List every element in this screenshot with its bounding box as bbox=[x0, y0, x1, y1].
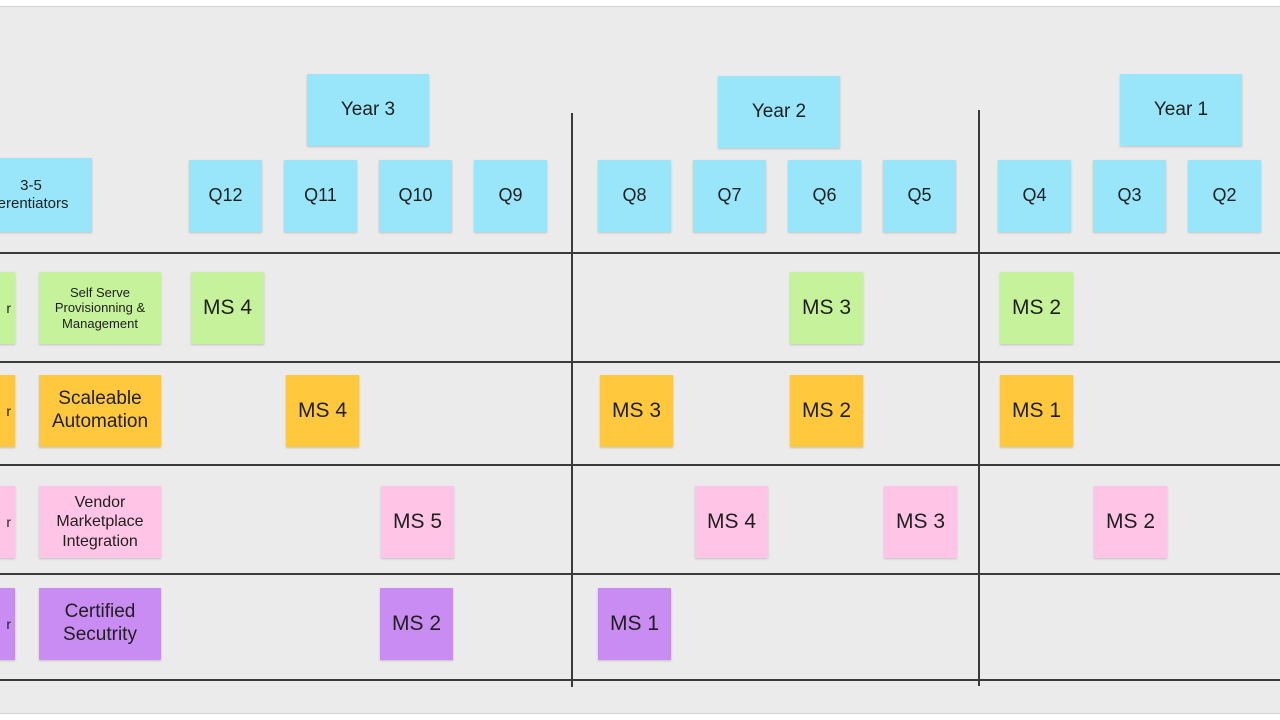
quarter-sticky-q7[interactable]: Q7 bbox=[693, 160, 766, 232]
row-3-edge-sticky[interactable]: r bbox=[0, 588, 15, 660]
row-1-milestone-sticky[interactable]: MS 1 bbox=[1000, 375, 1073, 447]
row-0-edge-sticky[interactable]: r bbox=[0, 272, 15, 344]
year-2-sticky[interactable]: Year 2 bbox=[718, 76, 840, 148]
quarter-sticky-q8[interactable]: Q8 bbox=[598, 160, 671, 232]
row-1-milestone-sticky[interactable]: MS 2 bbox=[790, 375, 863, 447]
row-0-milestone-sticky[interactable]: MS 2 bbox=[1000, 272, 1073, 344]
row-3-category-sticky[interactable]: Certified Secutrity bbox=[39, 588, 161, 660]
row-1-milestone-sticky[interactable]: MS 3 bbox=[600, 375, 673, 447]
quarter-sticky-q12[interactable]: Q12 bbox=[189, 160, 262, 232]
row-0-milestone-sticky[interactable]: MS 3 bbox=[790, 272, 863, 344]
row-2-category-sticky[interactable]: Vendor Marketplace Integration bbox=[39, 486, 161, 558]
row-2-milestone-sticky[interactable]: MS 5 bbox=[381, 486, 454, 558]
quarter-sticky-q4[interactable]: Q4 bbox=[998, 160, 1071, 232]
row-2-milestone-sticky[interactable]: MS 4 bbox=[695, 486, 768, 558]
year-1-sticky[interactable]: Year 1 bbox=[1120, 74, 1242, 146]
row-1-milestone-sticky[interactable]: MS 4 bbox=[286, 375, 359, 447]
row-2-milestone-sticky[interactable]: MS 3 bbox=[884, 486, 957, 558]
row-1-category-sticky[interactable]: Scaleable Automation bbox=[39, 375, 161, 447]
row-1-edge-sticky[interactable]: r bbox=[0, 375, 15, 447]
quarter-sticky-q10[interactable]: Q10 bbox=[379, 160, 452, 232]
quarter-sticky-q9[interactable]: Q9 bbox=[474, 160, 547, 232]
row-2-edge-sticky[interactable]: r bbox=[0, 486, 15, 558]
year-3-sticky[interactable]: Year 3 bbox=[307, 74, 429, 146]
differentiators-header-sticky[interactable]: 3-5 ferentiators bbox=[0, 158, 92, 232]
quarter-sticky-q6[interactable]: Q6 bbox=[788, 160, 861, 232]
row-2-milestone-sticky[interactable]: MS 2 bbox=[1094, 486, 1167, 558]
row-3-milestone-sticky[interactable]: MS 2 bbox=[380, 588, 453, 660]
row-3-milestone-sticky[interactable]: MS 1 bbox=[598, 588, 671, 660]
row-divider-line bbox=[0, 361, 1280, 363]
row-divider-line bbox=[0, 573, 1280, 575]
year-divider-line bbox=[571, 113, 573, 687]
row-divider-line bbox=[0, 464, 1280, 466]
quarter-sticky-q2[interactable]: Q2 bbox=[1188, 160, 1261, 232]
row-divider-line bbox=[0, 679, 1280, 681]
year-divider-line bbox=[978, 110, 980, 686]
row-divider-line bbox=[0, 252, 1280, 254]
quarter-sticky-q3[interactable]: Q3 bbox=[1093, 160, 1166, 232]
quarter-sticky-q11[interactable]: Q11 bbox=[284, 160, 357, 232]
row-0-milestone-sticky[interactable]: MS 4 bbox=[191, 272, 264, 344]
row-0-category-sticky[interactable]: Self Serve Provisionning & Management bbox=[39, 272, 161, 344]
quarter-sticky-q5[interactable]: Q5 bbox=[883, 160, 956, 232]
